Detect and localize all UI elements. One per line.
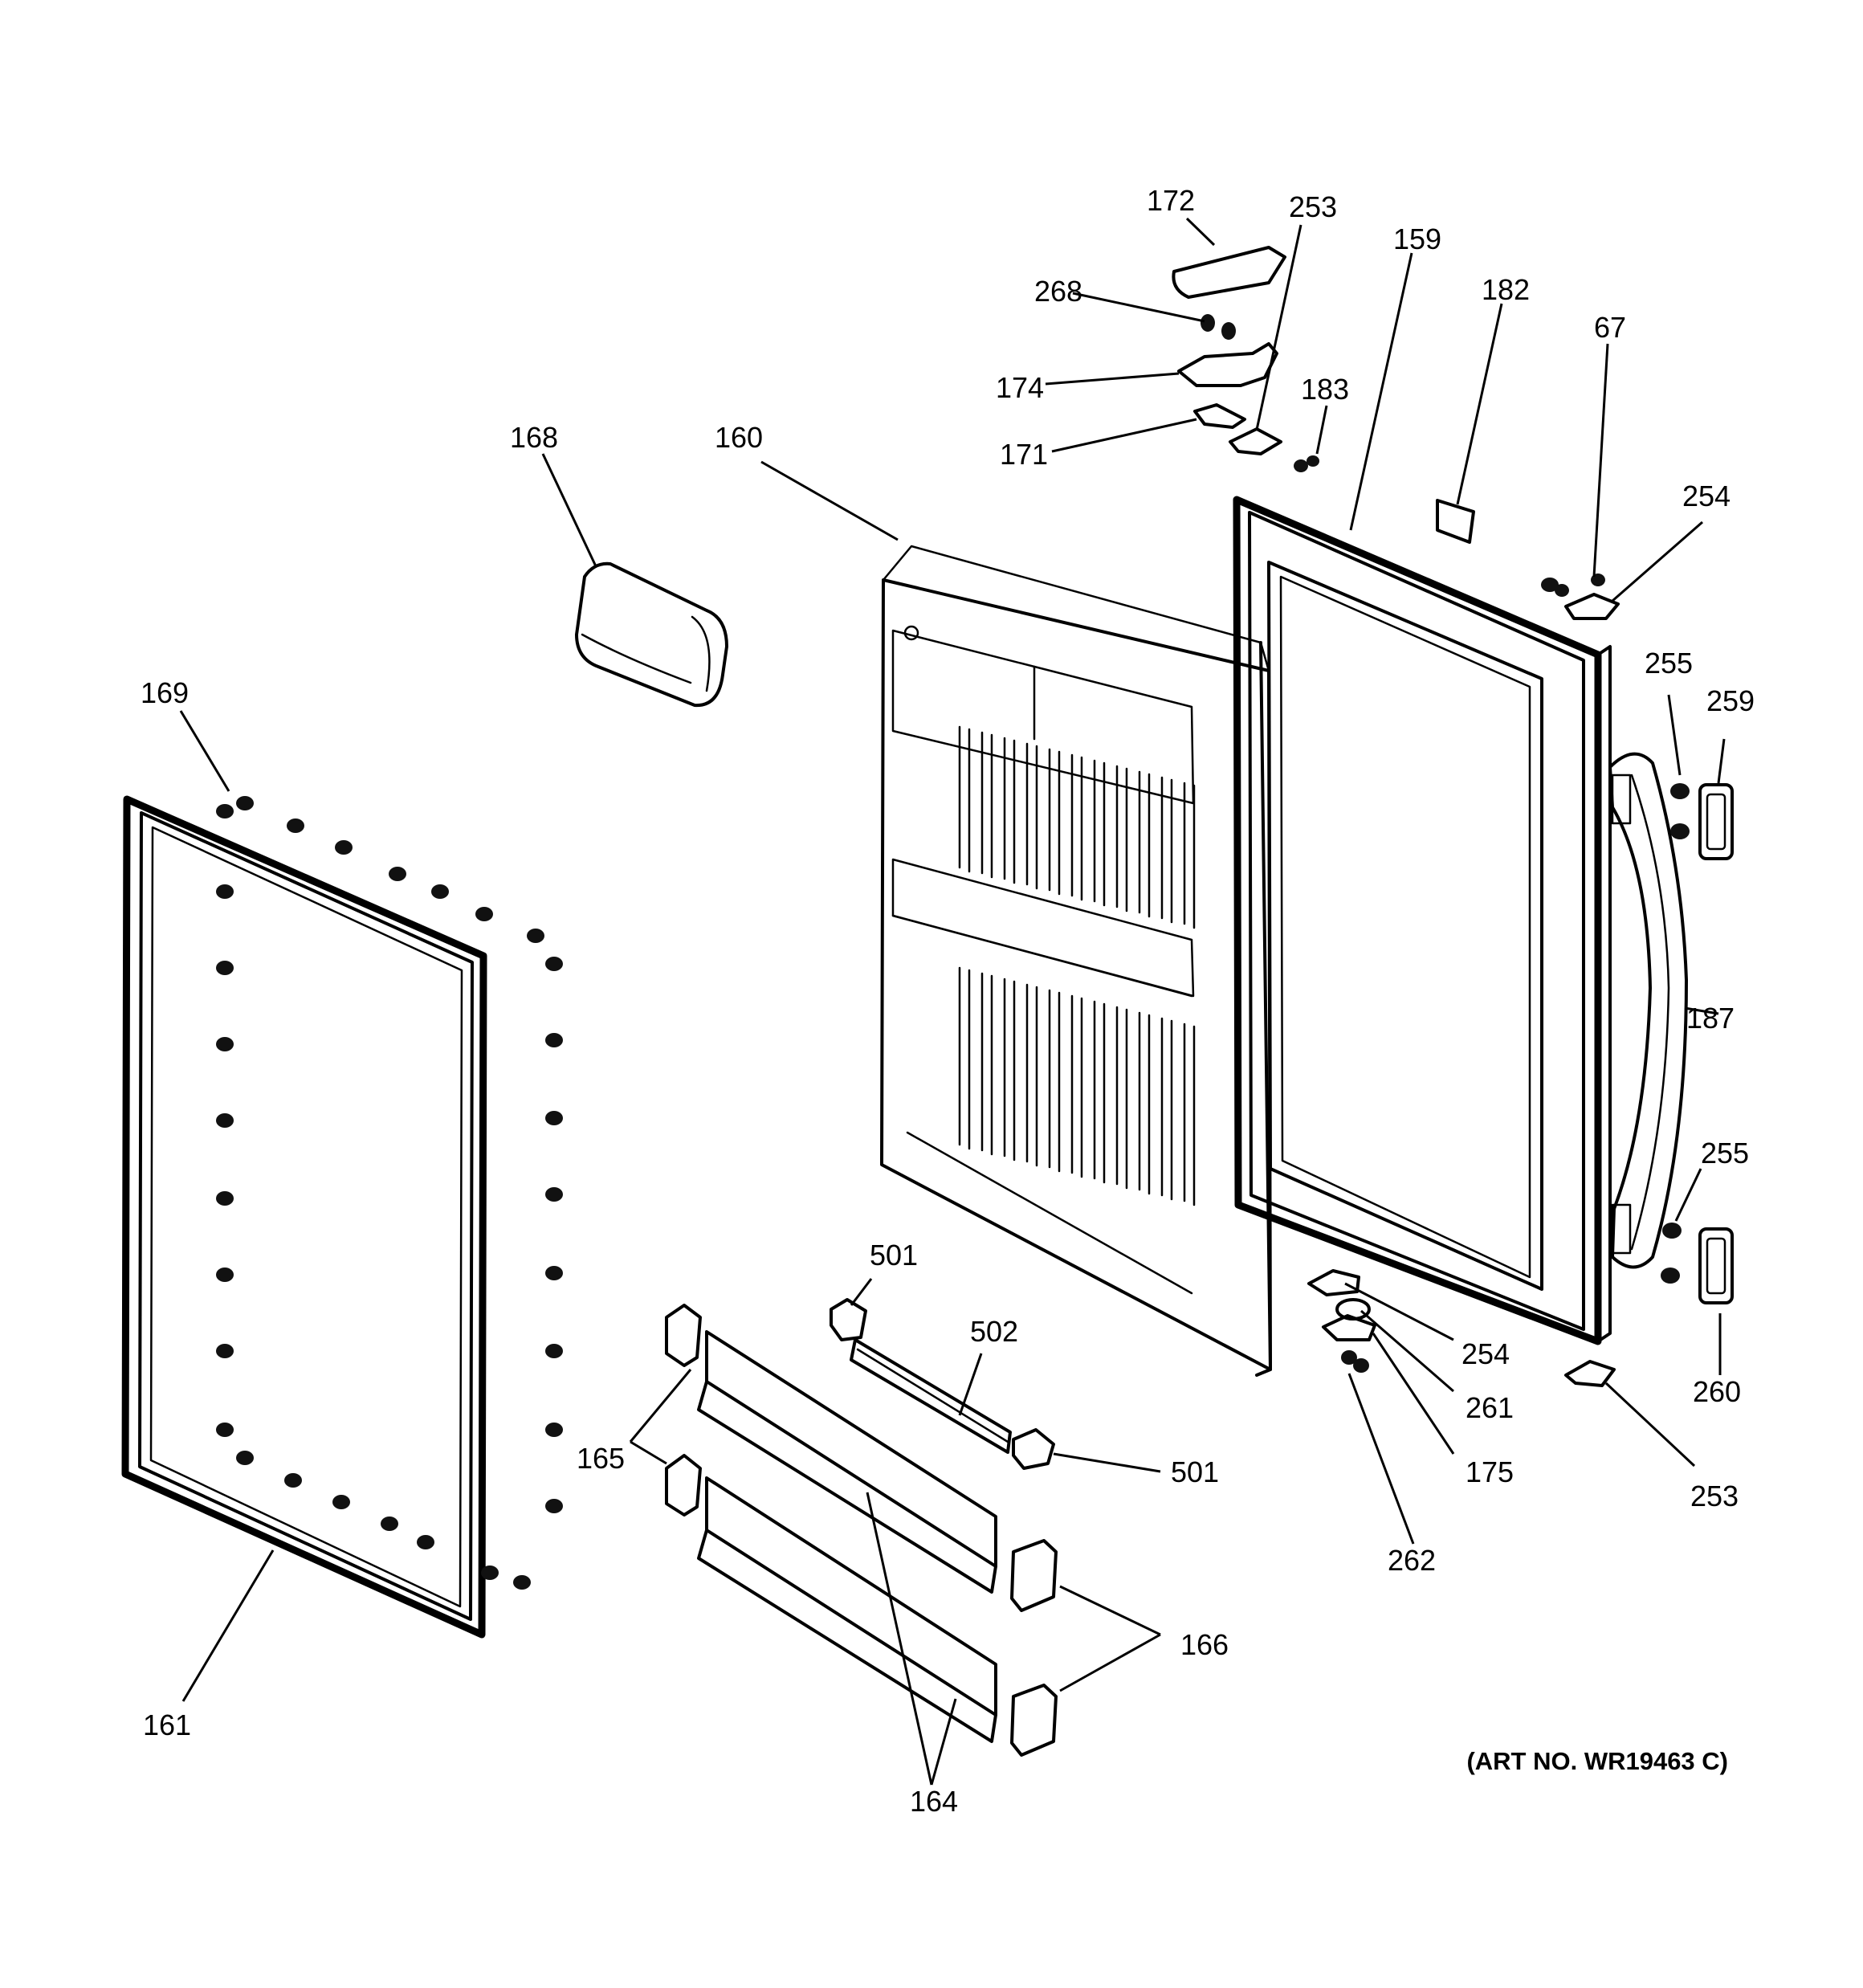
gasket-screw (475, 907, 493, 921)
part-174-top-hinge (1177, 342, 1278, 387)
callout-182: 182 (1482, 273, 1530, 306)
gasket-screw (284, 1473, 302, 1488)
gasket-screw (216, 1423, 234, 1437)
part-254-top-stop (1564, 574, 1620, 620)
gasket-screw (417, 1535, 434, 1549)
callout-169: 169 (141, 676, 189, 709)
callout-166: 166 (1180, 1628, 1229, 1661)
callout-labels: 172 253 159 182 67 268 174 183 171 168 1… (141, 184, 1755, 1818)
gasket-screw (545, 1187, 563, 1202)
callout-254-top: 254 (1682, 480, 1731, 512)
callout-253-top: 253 (1289, 190, 1337, 223)
gasket-screw (545, 1266, 563, 1280)
gasket-screw (431, 884, 449, 899)
part-164-door-bin-upper (697, 1330, 997, 1594)
liner-ribs (958, 725, 1196, 1206)
gasket-screw (287, 818, 304, 833)
gasket-screw (545, 1111, 563, 1125)
callout-159: 159 (1393, 222, 1441, 255)
part-501-rail-end-bottom (1012, 1428, 1055, 1470)
callout-175: 175 (1466, 1455, 1514, 1488)
gasket-screw (216, 804, 234, 818)
callout-174: 174 (996, 371, 1044, 404)
callout-67: 67 (1594, 311, 1626, 344)
part-253-top-bushing (1229, 427, 1282, 455)
gasket-screw (381, 1517, 398, 1531)
part-175-bottom-hinge (1322, 1314, 1376, 1341)
part-183-screw (1294, 455, 1319, 472)
part-160-door-liner (880, 545, 1272, 1377)
part-161-door-gasket (121, 795, 487, 1639)
part-254-bottom-stop (1307, 1269, 1360, 1296)
gasket-screw (216, 1268, 234, 1282)
gasket-screw (527, 929, 544, 943)
leader-lines (179, 217, 1726, 1786)
part-260-handle-cap-bottom (1698, 1227, 1734, 1304)
part-262-screws (1341, 1350, 1369, 1373)
gasket-screw (216, 961, 234, 975)
part-259-handle-cap-top (1698, 783, 1734, 860)
part-253-bottom-bushing (1564, 1360, 1616, 1387)
callout-172: 172 (1147, 184, 1195, 217)
gasket-screw (545, 957, 563, 971)
callout-187: 187 (1686, 1002, 1735, 1035)
art-number: (ART NO. WR19463 C) (1466, 1747, 1728, 1775)
callout-255-bottom: 255 (1701, 1137, 1749, 1170)
gasket-screw (236, 796, 254, 810)
callout-164: 164 (910, 1785, 958, 1818)
callout-501-bottom: 501 (1171, 1455, 1219, 1488)
part-166-bin-end-right (1010, 1539, 1058, 1757)
gasket-screw (216, 1113, 234, 1128)
gasket-screw (545, 1499, 563, 1513)
part-159-outer-door (1233, 496, 1612, 1345)
gasket-screw (335, 840, 353, 855)
part-501-rail-end-top (830, 1298, 867, 1341)
part-182-plug (1436, 499, 1475, 544)
part-168-trim-cap (575, 561, 728, 708)
callout-259: 259 (1706, 684, 1755, 717)
callout-165: 165 (577, 1442, 625, 1475)
part-255-screws (1661, 783, 1690, 1284)
gasket-screw (236, 1451, 254, 1465)
part-164-door-bin-lower (697, 1476, 997, 1743)
part-169-gasket-screws (216, 796, 563, 1590)
gasket-screw (481, 1565, 499, 1580)
gasket-screw (216, 1344, 234, 1358)
part-172-hinge-cover (1172, 246, 1286, 299)
gasket-screw (332, 1495, 350, 1509)
gasket-screw (545, 1033, 563, 1047)
part-165-bin-end-left (665, 1304, 702, 1517)
callout-502: 502 (970, 1315, 1018, 1348)
callout-262: 262 (1388, 1544, 1436, 1577)
callout-501-top: 501 (870, 1239, 918, 1272)
gasket-screw (513, 1575, 531, 1590)
callout-168: 168 (510, 421, 558, 454)
callout-161: 161 (143, 1708, 191, 1741)
part-187-handle (1608, 752, 1688, 1269)
gasket-screw (545, 1344, 563, 1358)
callout-253-bottom: 253 (1690, 1480, 1739, 1512)
callout-254-bottom: 254 (1461, 1337, 1510, 1370)
callout-255-top: 255 (1645, 647, 1693, 680)
gasket-screw (216, 884, 234, 899)
gasket-screw (216, 1191, 234, 1206)
gasket-screw (216, 1037, 234, 1051)
callout-261: 261 (1466, 1391, 1514, 1424)
callout-260: 260 (1693, 1375, 1741, 1408)
callout-268: 268 (1034, 275, 1082, 308)
part-502-shelf-rail (850, 1338, 1012, 1454)
part-268-hinge-screws (1201, 314, 1236, 340)
callout-183: 183 (1301, 373, 1349, 406)
part-171-hinge-shim (1193, 403, 1246, 429)
gasket-screw (545, 1423, 563, 1437)
callout-171: 171 (1000, 438, 1048, 471)
gasket-screw (389, 867, 406, 881)
part-67-hinge-pin (1541, 578, 1569, 597)
callout-160: 160 (715, 421, 763, 454)
